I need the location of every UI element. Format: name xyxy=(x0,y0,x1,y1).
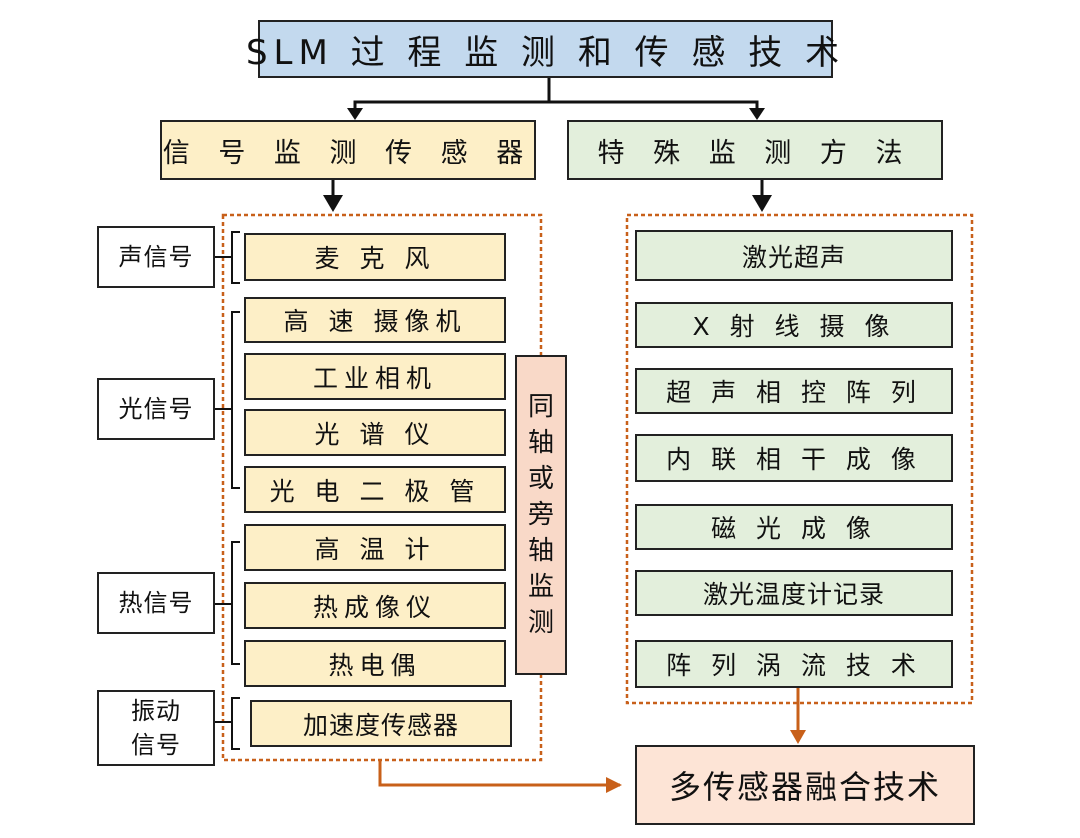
multi-sensor-fusion: 多传感器融合技术 xyxy=(635,745,975,825)
right-down-arrow xyxy=(752,195,772,212)
category-thermal: 热信号 xyxy=(97,572,215,634)
sensor-highspeed-camera: 高 速 摄像机 xyxy=(244,297,506,343)
category-acoustic: 声信号 xyxy=(97,226,215,288)
title-to-left-connector xyxy=(353,78,551,118)
sensor-pyrometer: 高 温 计 xyxy=(244,524,506,571)
signal-sensors-header: 信 号 监 测 传 感 器 xyxy=(160,120,536,180)
method-magneto-optical: 磁 光 成 像 xyxy=(635,504,953,550)
right-dashed-frame xyxy=(625,213,974,705)
left-down-arrow xyxy=(323,195,343,212)
special-methods-header: 特 殊 监 测 方 法 xyxy=(567,120,943,180)
coaxial-paraxial-label: 同轴或旁轴监测 xyxy=(515,355,567,675)
method-eddy-current-array: 阵 列 涡 流 技 术 xyxy=(635,640,953,688)
sensor-photodiode: 光 电 二 极 管 xyxy=(244,466,506,513)
method-inline-coherent-imaging: 内 联 相 干 成 像 xyxy=(635,434,953,482)
category-vibration: 振动 信号 xyxy=(97,690,215,766)
method-xray-imaging: X 射 线 摄 像 xyxy=(635,302,953,348)
diagram-title: SLM 过 程 监 测 和 传 感 技 术 xyxy=(246,20,839,78)
method-laser-ultrasound: 激光超声 xyxy=(635,230,953,281)
sensor-accelerometer: 加速度传感器 xyxy=(250,700,512,747)
left-to-fusion-arrow xyxy=(378,760,622,793)
sensor-thermocouple: 热电偶 xyxy=(244,640,506,687)
sensor-industrial-camera: 工业相机 xyxy=(244,353,506,400)
sensor-spectrometer: 光 谱 仪 xyxy=(244,409,506,456)
sensor-microphone: 麦 克 风 xyxy=(244,233,506,281)
method-phased-array: 超 声 相 控 阵 列 xyxy=(635,368,953,414)
category-optical: 光信号 xyxy=(97,378,215,440)
sensor-thermal-imager: 热成像仪 xyxy=(244,582,506,629)
method-laser-thermometry: 激光温度计记录 xyxy=(635,570,953,616)
title-to-right-connector xyxy=(549,100,759,118)
